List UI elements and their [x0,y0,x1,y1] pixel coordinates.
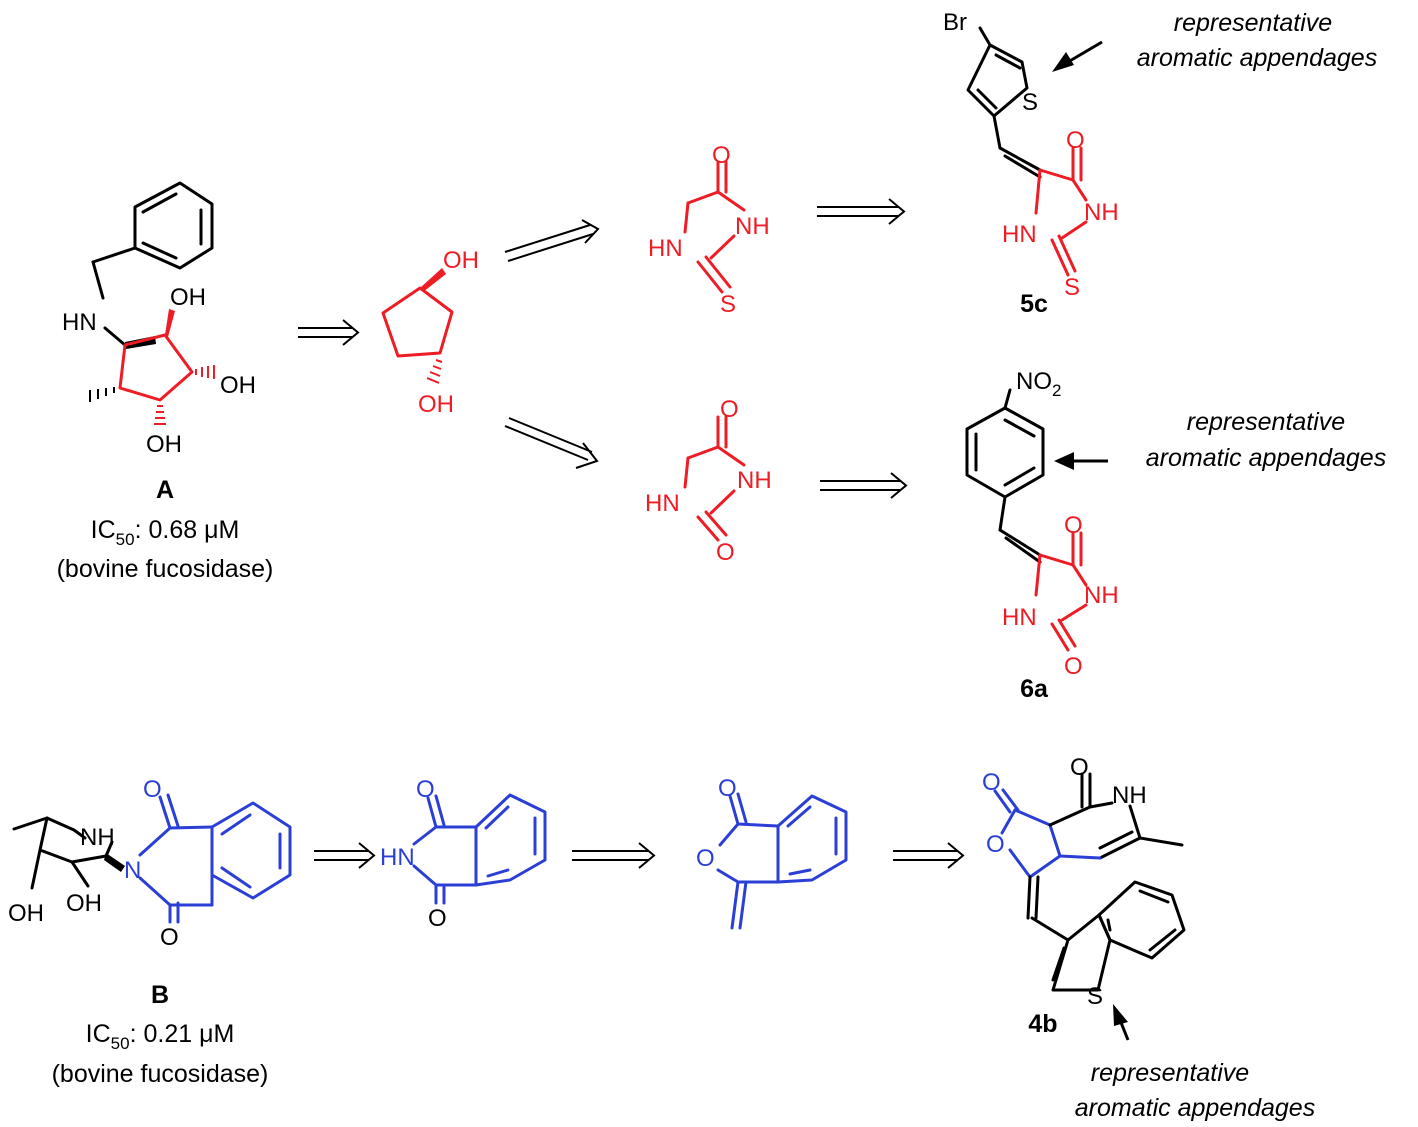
hydantoin-structure [683,415,746,542]
compound-6a-no2-atom: NO2 [1016,368,1061,400]
compound-b-o-atom: O [160,924,179,951]
compound-a-oh-atom: OH [146,431,182,458]
compound-b-n-atom: N [124,857,141,884]
hydantoin-nh-atom: NH [737,467,772,494]
retro-arrow [298,319,360,346]
thiohydantoin-structure [683,160,746,294]
retro-arrow [893,842,965,869]
compound-4b-nh-atom: NH [1112,782,1147,809]
compound-4b-o-atom: O [982,769,1001,796]
retro-arrow [572,842,656,869]
compound-4b-o-top-atom: O [1070,754,1089,781]
compound-a-oh-atom: OH [220,372,256,399]
compound-4b-s-atom: S [1087,983,1103,1010]
annotation-text-line1: representative [1187,408,1345,436]
compound-5c-s-ring-atom: S [1022,89,1038,116]
phthalimide-hn-atom: HN [380,844,415,871]
thiohydantoin-nh-atom: NH [735,213,770,240]
retro-arrow-down [504,417,599,469]
retro-arrow [314,842,376,869]
phthalimide-structure [412,793,547,905]
compound-4b-structure [993,772,1186,992]
compound-b-nh-atom: NH [80,824,115,851]
compound-6a-o-atom: O [1064,653,1083,680]
compound-4b-label: 4b [1028,1010,1057,1038]
annotation-text-line2: aromatic appendages [1075,1094,1315,1122]
thiohydantoin-o-atom: O [712,142,731,169]
thiohydantoin-s-atom: S [720,291,736,318]
compound-5c-br-atom: Br [943,9,967,36]
hydantoin-o-atom: O [716,539,735,566]
compound-a-enzyme: (bovine fucosidase) [57,555,274,583]
phthalimide-o-atom: O [416,776,435,803]
compound-a-hn-atom: HN [62,309,97,336]
compound-b-label: B [151,981,169,1009]
annotation-text-line1: representative [1174,9,1332,37]
compound-5c-o-atom: O [1066,127,1085,154]
annotation-text-line2: aromatic appendages [1146,444,1386,472]
compound-a-oh-atom: OH [170,284,206,311]
annotation-arrow [1052,40,1103,72]
compound-a-ic50: IC50: 0.68 μM [91,516,240,549]
retro-arrow-up [504,219,600,262]
compound-b-o-atom: O [143,776,162,803]
compound-4b-o-ring-atom: O [986,831,1005,858]
thiohydantoin-hn-atom: HN [648,235,683,262]
compound-6a-label: 6a [1020,675,1049,703]
phthalimide-o-atom: O [428,905,447,932]
compound-5c-s-atom: S [1064,274,1080,301]
compound-b-structure [12,793,292,924]
phthalide-o-ring-atom: O [696,845,715,872]
compound-6a-structure [965,388,1088,652]
compound-6a-hn-atom: HN [1002,604,1037,631]
cyclopentanediol-oh-atom: OH [418,391,454,418]
phthalide-structure [716,792,848,930]
compound-5c-label: 5c [1020,290,1048,318]
compound-a-structure [89,181,215,425]
phthalide-o-atom: O [718,775,737,802]
cyclopentanediol-structure [381,268,454,384]
compound-b-oh-atom: OH [66,890,102,917]
compound-5c-hn-atom: HN [1002,221,1037,248]
compound-a-label: A [156,476,174,504]
hydantoin-o-atom: O [720,396,739,423]
hydantoin-hn-atom: HN [645,490,680,517]
compound-b-oh-atom: OH [8,900,44,927]
compound-5c-nh-atom: NH [1084,199,1119,226]
cyclopentanediol-oh-atom: OH [443,247,479,274]
compound-6a-o-atom: O [1064,512,1083,539]
retro-arrow [820,472,908,499]
compound-5c-structure [966,26,1088,277]
compound-b-enzyme: (bovine fucosidase) [52,1060,269,1088]
annotation-arrow [1054,452,1108,470]
retro-arrow [817,198,906,225]
annotation-text-line1: representative [1091,1059,1249,1087]
compound-b-ic50: IC50: 0.21 μM [86,1020,235,1053]
annotation-text-line2: aromatic appendages [1137,44,1377,72]
compound-6a-nh-atom: NH [1084,582,1119,609]
annotation-arrow [1113,1004,1130,1041]
